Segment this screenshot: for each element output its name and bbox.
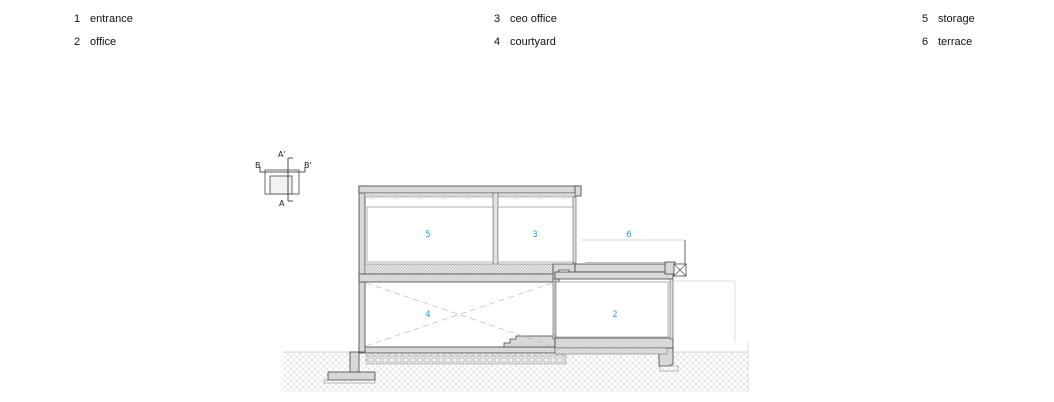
first-floor-finish: [364, 263, 554, 275]
legend-number: 3: [494, 13, 501, 25]
terrace-finish: [585, 262, 665, 264]
legend-label: terrace: [938, 36, 973, 48]
drain-box-cross-2: [673, 263, 687, 277]
key-label-b-left: B: [255, 161, 261, 170]
roof-finish: [364, 192, 576, 198]
legend-item-3: 3 ceo office: [494, 13, 557, 26]
label-storage: 5: [425, 230, 430, 240]
legend-item-2: 2 office: [74, 36, 116, 49]
label-terrace: 6: [626, 230, 631, 240]
legend-label: courtyard: [510, 36, 556, 48]
structure: [358, 185, 736, 353]
room-storage: [366, 206, 494, 263]
legend-item-1: 1 entrance: [74, 13, 133, 26]
legend-label: storage: [938, 13, 975, 25]
legend-label: entrance: [90, 13, 133, 25]
courtyard-diagonal-2: [365, 282, 553, 347]
key-label-b-right: B': [304, 161, 312, 170]
terrace-slab-lower: [554, 271, 674, 280]
roof-slab-upper: [358, 185, 582, 194]
label-office: 2: [612, 310, 617, 320]
room-office: [555, 281, 669, 338]
legend-number: 1: [74, 13, 81, 25]
terrace-parapet: [664, 261, 676, 275]
wall-left: [358, 185, 366, 353]
room-labels: 5 3 6 4 2: [425, 230, 631, 320]
ground-slab-courtyard: [358, 346, 556, 354]
footing-left: [327, 371, 376, 381]
label-ceo-office: 3: [532, 230, 537, 240]
legend-item-5: 5 storage: [922, 13, 975, 26]
partition-storage-ceo: [492, 192, 499, 274]
office-wall-left: [552, 278, 556, 340]
courtyard-diagonal-1: [365, 282, 553, 347]
legend-number: 4: [494, 36, 501, 48]
foundation-base: [323, 379, 376, 384]
label-courtyard: 4: [425, 310, 430, 320]
key-plan: A' A B B': [255, 150, 312, 208]
legend-number: 2: [74, 36, 81, 48]
gravel-bed: [365, 354, 567, 365]
legend-label: ceo office: [510, 13, 557, 25]
legend-number: 6: [922, 36, 929, 48]
legend-item-6: 6 terrace: [922, 36, 972, 49]
room-ceo-office: [497, 206, 574, 263]
legend-number: 5: [922, 13, 929, 25]
terrace-slab: [574, 263, 674, 273]
legend-label: office: [90, 36, 117, 48]
footing-left-stem: [349, 351, 360, 373]
ground-slab-office: [554, 337, 674, 349]
key-label-a-top: A': [278, 150, 286, 159]
office-floor-finish: [554, 347, 668, 355]
key-plan-inner: [269, 175, 293, 195]
rooms: [365, 206, 669, 347]
legend-item-4: 4 courtyard: [494, 36, 556, 49]
wall-ceo-right: [572, 196, 577, 264]
footing-right-base: [659, 365, 679, 372]
parapet-right: [574, 185, 582, 197]
first-floor-slab: [358, 273, 556, 283]
stairs: [498, 335, 556, 348]
key-label-a-bottom: A: [279, 199, 285, 208]
office-wall-right: [669, 278, 674, 340]
ground-floor: [358, 335, 674, 355]
